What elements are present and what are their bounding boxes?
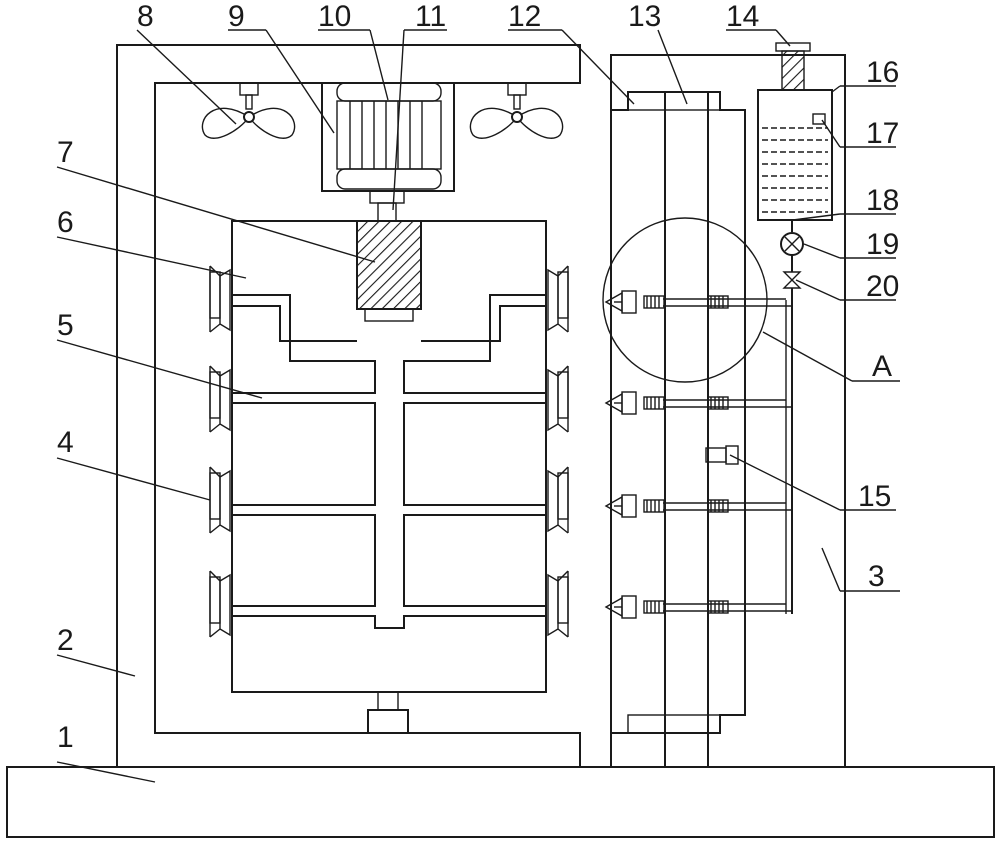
label-9: 9	[228, 0, 245, 33]
label-13: 13	[628, 0, 661, 33]
channel-top-left	[232, 305, 357, 342]
motor-top	[336, 82, 442, 102]
label-11: 11	[415, 0, 446, 33]
label-a: A	[872, 350, 892, 383]
fan-left	[201, 82, 296, 139]
water-level-lines	[762, 127, 828, 213]
label-2: 2	[57, 624, 74, 657]
channel-core-right	[403, 402, 546, 506]
motor	[336, 100, 442, 170]
label-1: 1	[57, 721, 74, 754]
base-plate	[6, 766, 995, 838]
guide-rail	[664, 91, 709, 768]
label-8: 8	[137, 0, 154, 33]
channel-lower-left	[232, 514, 376, 607]
label-12: 12	[508, 0, 541, 33]
filler-cap	[781, 50, 805, 91]
spray-branch-4	[605, 595, 792, 619]
channel-core-left	[232, 402, 376, 506]
label-15: 15	[858, 480, 891, 513]
suction-cup-left-3	[209, 466, 231, 534]
label-6: 6	[57, 206, 74, 239]
valve	[782, 271, 802, 281]
suction-cup-right-3	[547, 466, 569, 534]
label-5: 5	[57, 309, 74, 342]
leader-lines	[56, 29, 900, 783]
channel-lower-right	[403, 514, 546, 607]
rotor-block	[356, 220, 422, 310]
label-4: 4	[57, 426, 74, 459]
label-20: 20	[866, 270, 899, 303]
label-18: 18	[866, 184, 899, 217]
main-frame	[116, 44, 581, 767]
spray-branch-3	[605, 494, 792, 518]
bottom-support	[367, 709, 409, 734]
label-7: 7	[57, 136, 74, 169]
fan-right	[469, 82, 564, 139]
right-housing-inner	[611, 91, 746, 734]
label-14: 14	[726, 0, 759, 33]
detail-circle-a	[602, 217, 768, 383]
right-housing	[610, 54, 846, 767]
filler-cap-top	[775, 42, 811, 52]
label-3: 3	[868, 560, 885, 593]
suction-cup-left-2	[209, 365, 231, 433]
channel-right	[403, 294, 546, 394]
label-10: 10	[318, 0, 351, 33]
suction-cup-right-2	[547, 365, 569, 433]
suction-cup-left-1	[209, 265, 231, 333]
motor-shaft-coupling	[369, 190, 405, 204]
label-16: 16	[866, 56, 899, 89]
label-17: 17	[866, 117, 899, 150]
level-sensor	[812, 113, 826, 125]
suction-cup-left-4	[209, 570, 231, 638]
rail-foot	[627, 714, 721, 734]
motor-bottom	[336, 168, 442, 190]
channel-bottom	[232, 615, 546, 629]
motor-fins	[349, 101, 423, 169]
bottom-support-stem	[377, 691, 399, 711]
channel-left	[232, 294, 376, 394]
channel-top-right	[421, 305, 546, 342]
spray-branch-1	[605, 290, 792, 314]
suction-cup-right-4	[547, 570, 569, 638]
spray-branch-2	[605, 391, 792, 415]
suction-cup-right-1	[547, 265, 569, 333]
label-19: 19	[866, 228, 899, 261]
rail-slider	[627, 91, 721, 111]
rotor-foot	[364, 308, 414, 322]
